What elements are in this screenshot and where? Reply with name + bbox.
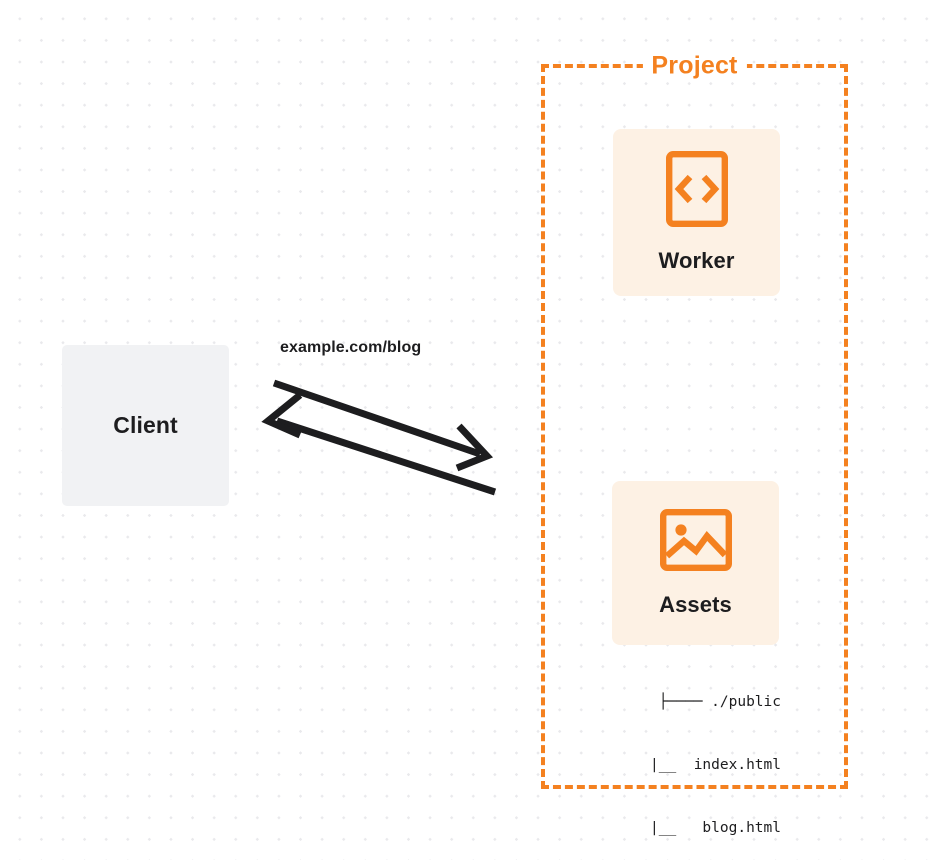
worker-label: Worker [658, 248, 735, 273]
request-url-label: example.com/blog [280, 339, 422, 356]
request-arrow [272, 379, 494, 472]
worker-node[interactable]: Worker [613, 129, 780, 296]
project-group: Project [541, 53, 848, 789]
tree-line: ├──── ./public [658, 694, 781, 710]
assets-file-tree: ├──── ./public |__ index.html |__ blog.h… [585, 650, 781, 860]
response-arrow [261, 392, 497, 496]
project-title: Project [642, 53, 747, 79]
tree-line: |__ index.html [623, 757, 781, 773]
code-brackets-icon [665, 151, 728, 232]
client-node[interactable]: Client [62, 345, 229, 506]
assets-node[interactable]: Assets [612, 481, 779, 645]
tree-line: |__ blog.html [623, 820, 781, 836]
client-label: Client [113, 412, 178, 438]
assets-label: Assets [659, 591, 732, 617]
image-icon [659, 508, 732, 576]
